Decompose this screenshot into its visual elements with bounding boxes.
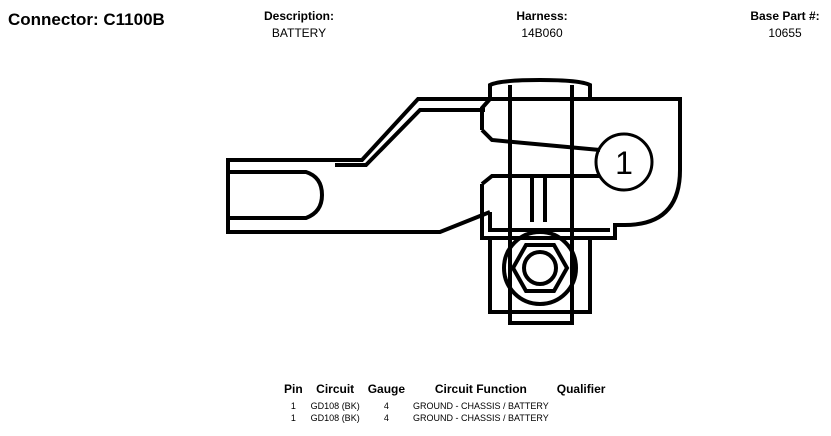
bolt bbox=[488, 77, 592, 325]
callout-number: 1 bbox=[615, 145, 633, 181]
description-block: Description: BATTERY bbox=[249, 8, 349, 42]
pin-table: Pin Circuit Gauge Circuit Function Quali… bbox=[280, 382, 609, 424]
harness-value: 14B060 bbox=[521, 26, 563, 40]
nut-icon bbox=[502, 230, 578, 306]
pin-callout: 1 bbox=[594, 132, 654, 192]
pin-header: Pin bbox=[284, 382, 303, 396]
pin-cell: 1 bbox=[290, 413, 296, 423]
table-row: 1 GD108 (BK) 4 GROUND - CHASSIS / BATTER… bbox=[280, 412, 609, 424]
function-header: Circuit Function bbox=[434, 382, 527, 396]
circuit-cell: GD108 (BK) bbox=[310, 413, 360, 423]
description-value: BATTERY bbox=[271, 26, 327, 40]
circuit-header: Circuit bbox=[316, 382, 355, 396]
base-part-label: Base Part #: bbox=[750, 9, 820, 23]
circuit-cell: GD108 (BK) bbox=[310, 401, 360, 411]
function-cell: GROUND - CHASSIS / BATTERY bbox=[413, 413, 549, 423]
gauge-header: Gauge bbox=[367, 382, 406, 396]
function-cell: GROUND - CHASSIS / BATTERY bbox=[413, 401, 549, 411]
qualifier-cell bbox=[553, 400, 610, 412]
gauge-cell: 4 bbox=[383, 413, 389, 423]
base-part-block: Base Part #: 10655 bbox=[730, 8, 831, 42]
qualifier-cell bbox=[553, 412, 610, 424]
pin-cell: 1 bbox=[290, 401, 296, 411]
description-label: Description: bbox=[263, 9, 334, 23]
connector-title: Connector: C1100B bbox=[8, 10, 165, 29]
gauge-cell: 4 bbox=[383, 401, 389, 411]
pin-table-header: Pin Circuit Gauge Circuit Function Quali… bbox=[280, 382, 609, 400]
base-part-value: 10655 bbox=[768, 26, 802, 40]
harness-label: Harness: bbox=[516, 9, 568, 23]
table-row: 1 GD108 (BK) 4 GROUND - CHASSIS / BATTER… bbox=[280, 400, 609, 412]
fork-terminal bbox=[226, 97, 491, 234]
harness-block: Harness: 14B060 bbox=[492, 8, 592, 42]
qualifier-header: Qualifier bbox=[556, 382, 606, 396]
